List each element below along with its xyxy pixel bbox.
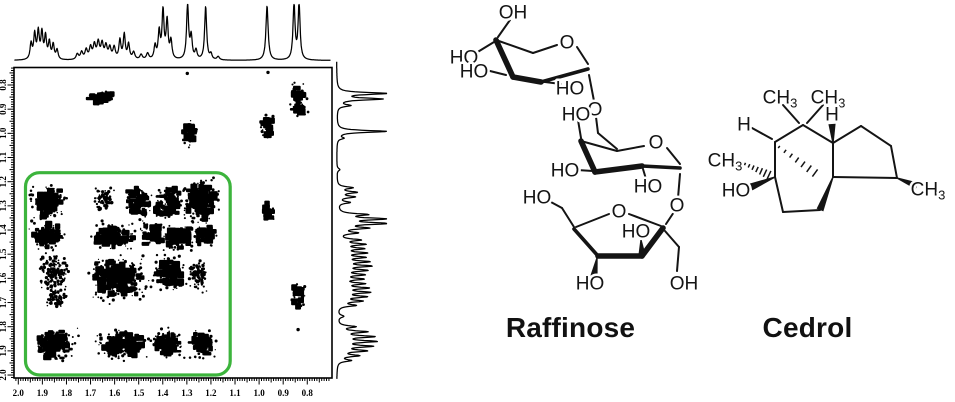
atom-label: HO [576,274,605,295]
atom-label: O [670,196,685,217]
y-tick-label: 2.0 [0,369,8,381]
y-tick-label: 1.9 [0,345,8,357]
atom-label: OH [670,274,699,295]
atom-label: HO [523,188,552,209]
y-tick-label: 0.8 [0,79,8,91]
x-axis-tick-labels: 2.0 1.9 1.8 1.7 1.6 1.5 1.4 1.3 1.2 1.1 1.0 0.9 0.8 [13,388,314,398]
y-tick-label: 1.8 [0,321,8,333]
atom-label: CH3 [708,151,743,174]
axis-ticks [7,67,330,385]
x-tick-label: 1.6 [109,388,121,398]
atom-label: HO [450,48,479,69]
atom-label: CH3 [811,88,846,111]
x-tick-label: 1.5 [133,388,145,398]
y-tick-label: 1.3 [0,200,8,212]
atom-label: CH3 [911,180,946,203]
x-tick-label: 1.1 [229,388,241,398]
y-tick-label: 1.5 [0,248,8,260]
bond-skeleton [475,19,682,272]
atom-label: O [588,100,603,121]
cross-peak-map [28,70,310,363]
atom-label: HO [622,222,651,243]
y-tick-label: 1.4 [0,224,8,236]
x-tick-label: 2.0 [13,388,25,398]
raffinose-label: Raffinose [505,312,636,343]
x-tick-label: 0.8 [302,388,314,398]
atom-label: HO [460,62,489,83]
atom-label: HO [634,177,663,198]
y-tick-label: 1.2 [0,176,8,188]
atom-label: H [737,115,751,136]
x-tick-label: 1.7 [85,388,97,398]
x-tick-label: 1.2 [205,388,217,398]
atom-label: O [649,133,664,154]
atom-label: HO [722,181,751,202]
x-tick-label: 1.4 [157,388,169,398]
atom-label: HO [551,161,580,182]
hashed-bonds [743,145,819,180]
atom-label: OH [499,3,528,24]
x-tick-label: 1.3 [181,388,193,398]
wedge-bonds [749,123,919,212]
top-1d-projection [14,3,331,61]
y-tick-label: 1.0 [0,127,8,139]
atom-label: CH3 [763,88,798,111]
wedge-bonds [590,239,646,277]
highlight-box [23,171,232,377]
x-tick-label: 1.0 [253,388,265,398]
atom-label: O [612,202,627,223]
bond-skeleton [751,104,898,213]
atom-label: HO [562,105,591,126]
cedrol-label: Cedrol [762,312,853,343]
y-axis-tick-labels: 0.8 0.9 1.0 1.1 1.2 1.3 1.4 1.5 1.6 1.7 1.8 1.9 2.0 [0,79,8,381]
atom-label: O [560,33,575,54]
right-1d-projection [336,61,388,380]
atom-label: H [825,105,839,126]
y-tick-label: 0.9 [0,103,8,115]
y-tick-label: 1.6 [0,272,8,284]
x-tick-label: 1.9 [37,388,49,398]
atom-label: HO [556,79,585,100]
x-tick-label: 0.9 [278,388,290,398]
y-tick-label: 1.1 [0,151,8,163]
y-tick-label: 1.7 [0,296,8,308]
x-tick-label: 1.8 [61,388,73,398]
